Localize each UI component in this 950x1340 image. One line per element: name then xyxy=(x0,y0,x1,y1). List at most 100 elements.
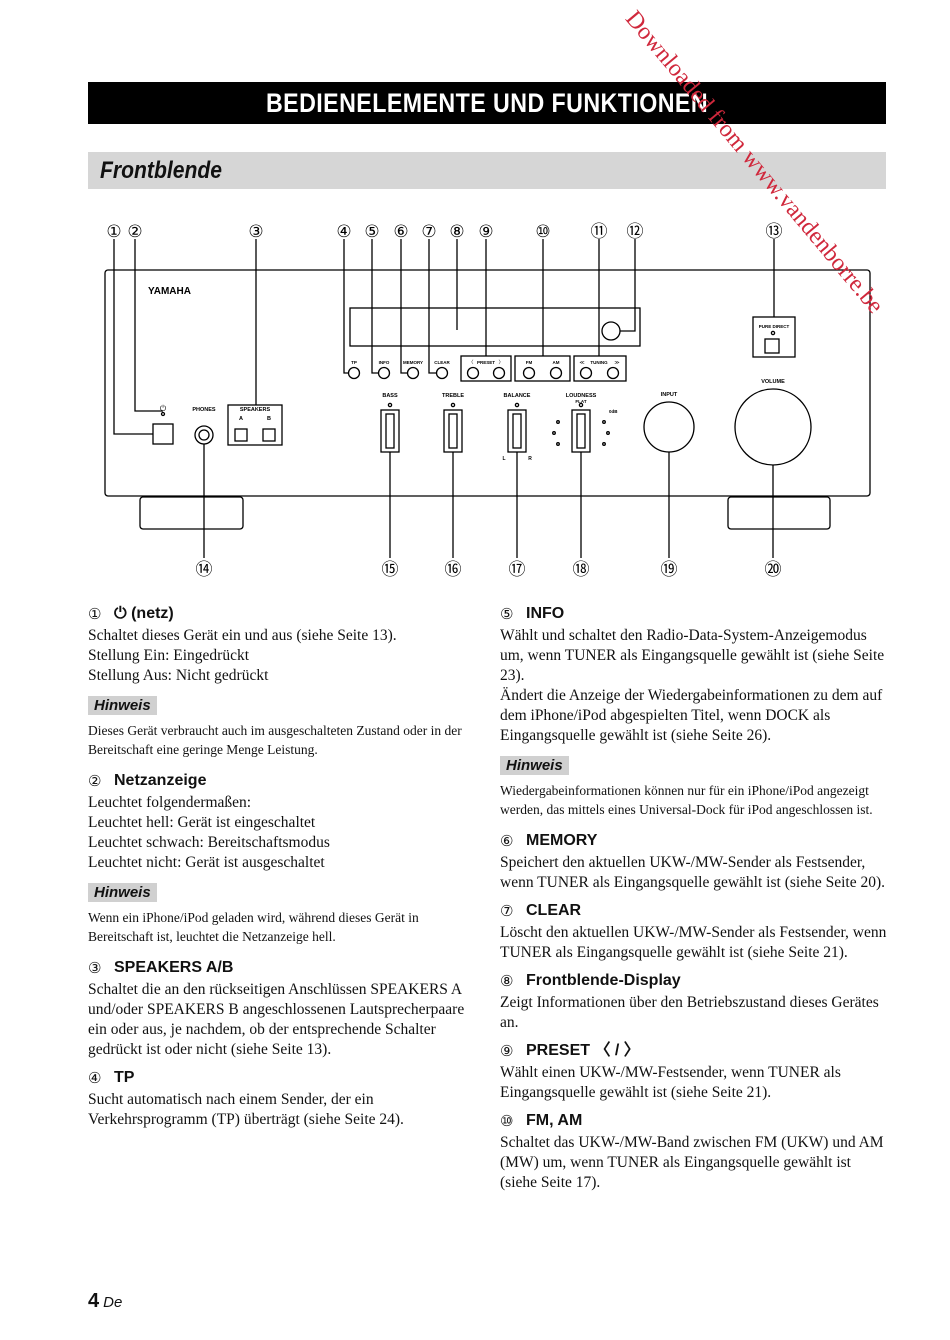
item-body: Wählt und schaltet den Radio-Data-System… xyxy=(500,626,890,746)
item-title: FM, AM xyxy=(526,1112,583,1129)
treble-knob[interactable] xyxy=(443,409,463,453)
callout-6: ⑥ xyxy=(393,222,408,241)
page-number: 4 xyxy=(88,1290,100,1312)
fm-button[interactable] xyxy=(522,366,536,380)
note-label: Hinweis xyxy=(500,756,569,775)
volume-knob[interactable] xyxy=(734,388,812,466)
clear-label: CLEAR xyxy=(434,360,450,365)
tuning-left-button[interactable] xyxy=(579,366,593,380)
right-foot xyxy=(727,496,831,530)
phones-label: PHONES xyxy=(192,407,216,413)
body-line: Stellung Aus: Nicht gedrückt xyxy=(88,667,269,684)
loudness-knob[interactable] xyxy=(571,409,591,453)
treble-label: TREBLE xyxy=(442,393,464,399)
tuning-right-label: ≫ xyxy=(614,360,619,366)
input-label: INPUT xyxy=(661,392,678,398)
item-number: ⑩ xyxy=(500,1112,514,1130)
power-button[interactable] xyxy=(152,423,174,445)
bass-knob[interactable] xyxy=(380,409,400,453)
balance-r-label: R xyxy=(528,456,532,462)
body-line: Wählt einen UKW-/MW-Festsender, wenn TUN… xyxy=(500,1064,845,1101)
body-line: Leuchtet schwach: Bereitschaftsmodus xyxy=(88,834,330,851)
speaker-b-button[interactable] xyxy=(262,428,276,442)
item-body: Speichert den aktuellen UKW-/MW-Sender a… xyxy=(500,853,890,893)
preset-left-label: 〈 xyxy=(468,360,473,366)
body-line: Schaltet das UKW-/MW-Band zwischen FM (U… xyxy=(500,1134,888,1191)
callout-2: ② xyxy=(127,222,142,241)
item-number: ⑤ xyxy=(500,605,514,623)
preset-right-label: 〉 xyxy=(498,360,503,366)
description-item: ⑤ INFO Wählt und schaltet den Radio-Data-S… xyxy=(500,604,890,819)
callout-13: ⑬ xyxy=(766,222,783,241)
speaker-b-label: B xyxy=(267,416,271,422)
fm-label: FM xyxy=(526,360,533,365)
band-group xyxy=(514,355,571,382)
input-knob[interactable] xyxy=(643,401,695,453)
item-title: INFO xyxy=(526,605,565,622)
item-number: ⑨ xyxy=(500,1042,514,1060)
front-display xyxy=(349,307,641,347)
item-title: CLEAR xyxy=(526,902,582,919)
description-item: ⑨ PRESET 〈 / 〉 Wählt einen UKW-/MW-Festsen… xyxy=(500,1041,890,1103)
item-number: ④ xyxy=(88,1069,102,1087)
pure-direct-label: PURE DIRECT xyxy=(759,324,790,329)
clear-button[interactable] xyxy=(435,366,449,380)
item-number: ③ xyxy=(88,959,102,977)
body-line: Wählt und schaltet den Radio-Data-System… xyxy=(500,627,888,684)
item-number: ⑥ xyxy=(500,832,514,850)
callout-14: ⑭ xyxy=(196,560,213,579)
pure-direct-button[interactable] xyxy=(764,338,780,354)
page-title: BEDIENELEMENTE UND FUNKTIONEN xyxy=(265,87,709,118)
callout-8: ⑧ xyxy=(449,222,464,241)
item-title: TP xyxy=(114,1069,135,1086)
tp-label: TP xyxy=(351,360,357,365)
info-button[interactable] xyxy=(377,366,391,380)
tuning-right-button[interactable] xyxy=(606,366,620,380)
preset-right-button[interactable] xyxy=(492,366,506,380)
phones-jack[interactable] xyxy=(194,425,214,445)
front-panel-diagram: ① ② ③ ④ ⑤ ⑥ ⑦ ⑧ ⑨ ⑩ ⑪ ⑫ ⑬ ⑭ ⑮ ⑯ ⑰ ⑱ ⑲ ⑳ … xyxy=(104,222,871,579)
body-line: Leuchtet folgendermaßen: xyxy=(88,794,252,811)
callout-11: ⑪ xyxy=(591,222,608,241)
item-title: PRESET 〈 / 〉 xyxy=(526,1042,640,1059)
item-body: Löscht den aktuellen UKW-/MW-Sender als … xyxy=(500,923,890,963)
speaker-a-button[interactable] xyxy=(234,428,248,442)
balance-knob[interactable] xyxy=(507,409,527,453)
volume-label: VOLUME xyxy=(761,379,785,385)
item-title: ⏻ (netz) xyxy=(114,605,174,622)
pure-direct-frame xyxy=(752,316,796,358)
preset-left-button[interactable] xyxy=(466,366,480,380)
page-banner: BEDIENELEMENTE UND FUNKTIONEN xyxy=(88,82,886,124)
item-title: SPEAKERS A/B xyxy=(114,959,234,976)
am-button[interactable] xyxy=(549,366,563,380)
note-text: Wiedergabeinformationen können nur für e… xyxy=(500,783,873,817)
body-line: Ändert die Anzeige der Wiedergabeinforma… xyxy=(500,687,887,744)
callout-18: ⑱ xyxy=(573,560,590,579)
body-line: Stellung Ein: Eingedrückt xyxy=(88,647,250,664)
callout-17: ⑰ xyxy=(509,560,526,579)
memory-button[interactable] xyxy=(406,366,420,380)
item-number: ⑧ xyxy=(500,972,514,990)
am-label: AM xyxy=(553,360,560,365)
zero-db-label: 0dB xyxy=(609,409,618,414)
callout-1: ① xyxy=(106,222,121,241)
tp-button[interactable] xyxy=(347,366,361,380)
body-line: Speichert den aktuellen UKW-/MW-Sender a… xyxy=(500,854,885,891)
item-heading: ④ TP xyxy=(88,1068,478,1088)
item-heading: ③ SPEAKERS A/B xyxy=(88,958,478,978)
note-text: Dieses Gerät verbraucht auch im ausgesch… xyxy=(88,723,462,757)
item-number: ① xyxy=(88,605,102,623)
callout-3: ③ xyxy=(248,222,263,241)
item-heading: ⑨ PRESET 〈 / 〉 xyxy=(500,1041,890,1061)
item-title: Netzanzeige xyxy=(114,772,207,789)
